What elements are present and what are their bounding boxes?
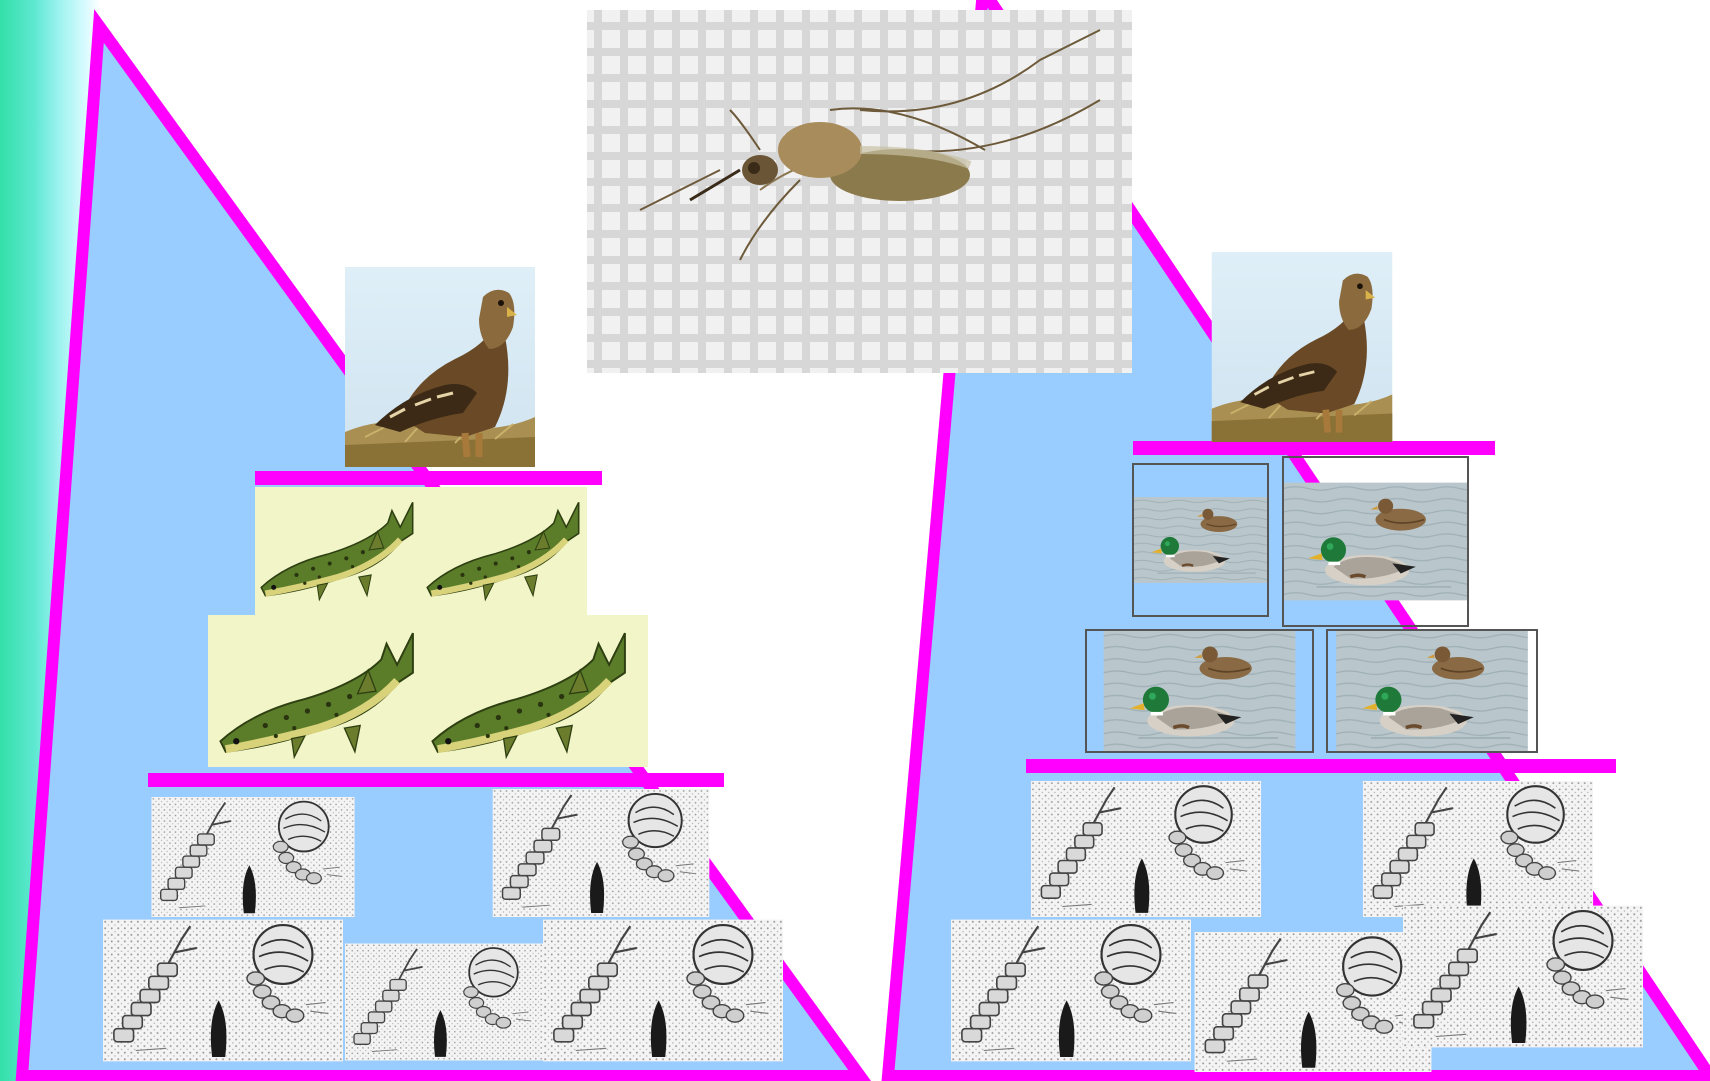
left-level-bar-bottom	[148, 773, 724, 787]
larva-drawing-icon	[493, 789, 710, 917]
right-level-bar-bottom	[1026, 759, 1616, 773]
duck-photo-icon	[1336, 630, 1528, 752]
left-level-bar-top	[255, 471, 602, 485]
larva-drawing-icon	[1403, 906, 1643, 1048]
larva-drawing-icon	[1363, 781, 1593, 917]
larva-drawing-icon	[951, 920, 1191, 1062]
duck-photo-icon	[1283, 483, 1468, 601]
larva-drawing-icon	[543, 920, 783, 1062]
duck-photo-icon	[1133, 497, 1268, 583]
larva-drawing-icon	[103, 920, 343, 1062]
right-level-bar-top	[1133, 441, 1495, 455]
left-eagle-photo	[345, 267, 535, 467]
larva-drawing-icon	[1031, 781, 1261, 917]
left-pike-level	[208, 487, 648, 767]
duck-photo-icon	[1104, 630, 1296, 752]
mosquito-photo	[587, 10, 1132, 373]
larva-drawing-icon	[345, 944, 543, 1061]
right-eagle-photo	[1212, 252, 1393, 442]
larva-drawing-icon	[151, 797, 354, 917]
larva-drawing-icon	[1195, 932, 1432, 1072]
